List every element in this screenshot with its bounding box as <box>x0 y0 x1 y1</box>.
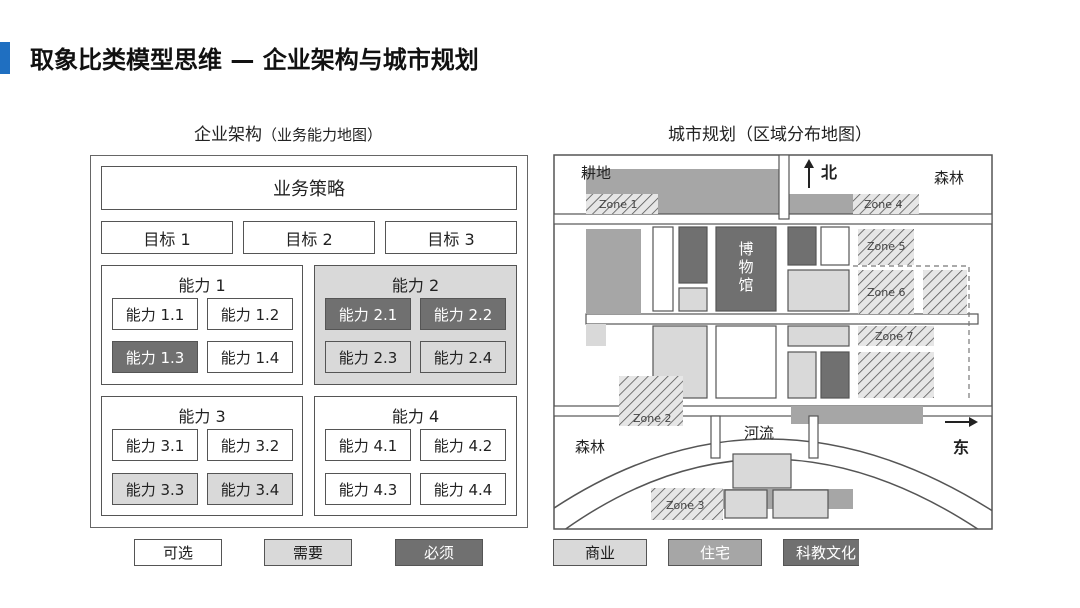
zone-7-area <box>858 326 934 346</box>
north-road <box>778 155 790 220</box>
capability-box: 能力 3.2 <box>207 429 293 461</box>
zone-6-area <box>923 270 967 314</box>
zone-1-area <box>586 194 658 214</box>
legend-culture: 科教文化 <box>783 539 859 566</box>
title-accent-bar <box>0 42 10 74</box>
zone-4-area <box>853 194 919 214</box>
goal-box: 目标 3 <box>385 221 517 254</box>
page-title: 取象比类模型思维 — 企业架构与城市规划 <box>30 46 479 74</box>
commercial-block <box>787 269 850 312</box>
capability-box: 能力 2.1 <box>325 298 411 330</box>
goal-box: 目标 1 <box>101 221 233 254</box>
east-label: 东 <box>953 438 969 457</box>
capability-group-label: 能力 2 <box>391 276 440 295</box>
legend-mandatory: 必须 <box>395 539 483 566</box>
zone-label: Zone 6 <box>867 286 906 299</box>
south-road <box>554 405 992 417</box>
capability-box: 能力 4.3 <box>325 473 411 505</box>
zone-5-area <box>858 229 914 265</box>
mid-road <box>585 313 979 325</box>
capability-box: 能力 4.1 <box>325 429 411 461</box>
zone-2-area <box>619 376 683 426</box>
zone-label: Zone 1 <box>599 198 638 211</box>
capability-group-label: 能力 3 <box>178 407 226 426</box>
north-arrow-head-icon <box>804 159 814 168</box>
legend-commercial: 商业 <box>553 539 647 566</box>
capability-box: 能力 2.4 <box>420 341 506 373</box>
commercial-block <box>787 351 817 399</box>
capability-box: 能力 1.1 <box>112 298 198 330</box>
museum-label-2: 物 <box>738 258 753 276</box>
capability-box: 能力 1.3 <box>112 341 198 373</box>
capability-box: 能力 2.3 <box>325 341 411 373</box>
residential-block <box>586 324 606 346</box>
commercial-block <box>772 489 829 519</box>
zone-boundary <box>853 265 970 402</box>
museum-label-3: 馆 <box>738 276 753 294</box>
capability-group-label: 能力 1 <box>178 276 226 295</box>
zone-3-area <box>651 488 723 520</box>
forest-ne-label: 森林 <box>934 169 964 187</box>
zone-7-area <box>858 352 934 398</box>
right-panel-title: 城市规划（区域分布地图） <box>668 125 872 145</box>
commercial-block <box>715 325 777 399</box>
museum-label-1: 博 <box>738 240 753 258</box>
capability-box: 能力 3.3 <box>112 473 198 505</box>
north-label: 北 <box>821 163 837 182</box>
capability-box: 能力 3.4 <box>207 473 293 505</box>
commercial-block <box>732 453 792 489</box>
residential-block <box>586 229 641 314</box>
legend-required: 需要 <box>264 539 352 566</box>
culture-block <box>787 226 817 266</box>
forest-w-label: 森林 <box>575 438 605 456</box>
capability-box: 能力 1.4 <box>207 341 293 373</box>
culture-block <box>678 226 708 284</box>
goal-box: 目标 2 <box>243 221 375 254</box>
commercial-block <box>678 287 708 312</box>
residential-block <box>791 406 923 424</box>
left-panel-title-main: 企业架构 <box>194 125 262 145</box>
capability-box: 能力 3.1 <box>112 429 198 461</box>
capability-box: 能力 4.4 <box>420 473 506 505</box>
commercial-block <box>652 226 674 312</box>
east-west-road <box>554 213 992 225</box>
business-strategy-box: 业务策略 <box>101 166 517 210</box>
zone-label: Zone 5 <box>867 240 906 253</box>
east-arrow-head-icon <box>969 417 978 427</box>
commercial-block <box>820 226 850 266</box>
river-label: 河流 <box>744 424 774 442</box>
culture-block <box>820 351 850 399</box>
capability-group-label: 能力 4 <box>391 407 440 426</box>
museum-block <box>715 226 777 312</box>
commercial-block <box>787 325 850 347</box>
bridge-left <box>710 415 721 459</box>
capability-box: 能力 1.2 <box>207 298 293 330</box>
farmland-label: 耕地 <box>581 164 611 182</box>
commercial-block <box>724 489 768 519</box>
city-map: 耕地 北 森林 博 物 馆 河流 森林 东 Zone 1 Zone 2 Zone… <box>553 154 993 530</box>
zone-label: Zone 7 <box>875 330 914 343</box>
capability-box: 能力 4.2 <box>420 429 506 461</box>
zone-label: Zone 4 <box>864 198 903 211</box>
legend-optional: 可选 <box>134 539 222 566</box>
zone-label: Zone 2 <box>633 412 672 425</box>
bridge-right <box>808 415 819 459</box>
zone-label: Zone 3 <box>666 499 705 512</box>
capability-box: 能力 2.2 <box>420 298 506 330</box>
left-panel-title: 企业架构（业务能力地图） <box>194 120 382 145</box>
left-panel-title-sub: （业务能力地图） <box>262 126 383 144</box>
river-bank-outer <box>554 438 992 512</box>
zone-6-area <box>858 270 914 314</box>
legend-residential: 住宅 <box>668 539 762 566</box>
